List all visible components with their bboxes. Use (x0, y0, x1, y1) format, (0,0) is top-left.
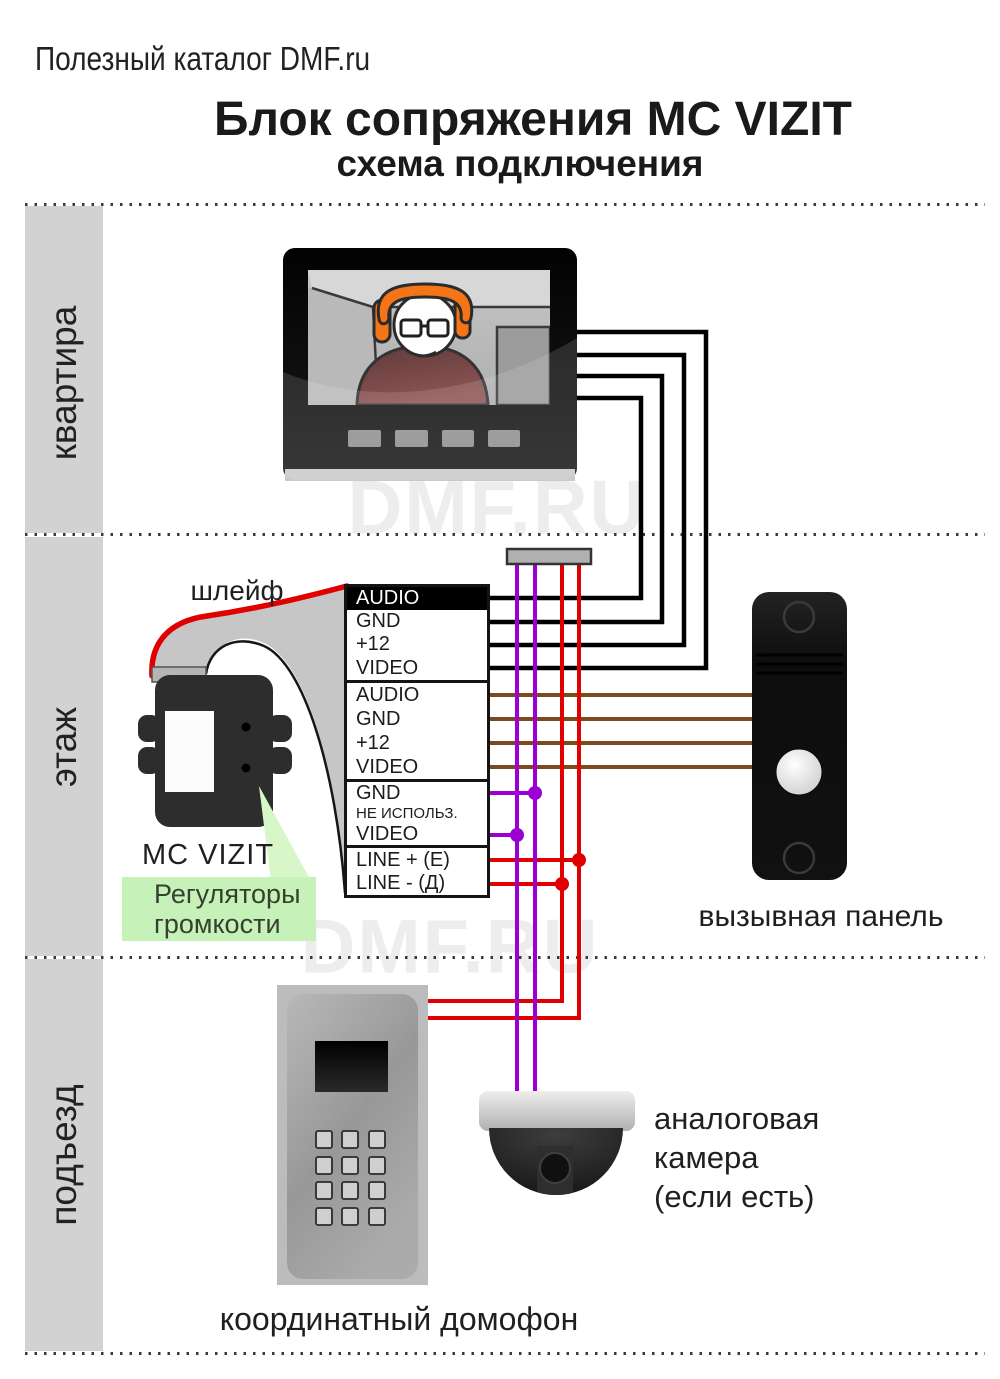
wires-intercom (428, 557, 586, 1020)
device-mounting-tabs (138, 715, 292, 774)
camera-label: аналоговая камера (если есть) (654, 1099, 819, 1216)
terminal-block: AUDIO GND +12 VIDEO AUDIO GND +12 VIDEO … (344, 584, 490, 898)
volume-label-line1: Регуляторы (154, 879, 301, 909)
call-button (775, 748, 823, 796)
speaker-circle (782, 600, 816, 634)
separator-dotted-bottom (25, 1352, 985, 1355)
terminal-row: LINE - (Д) (356, 872, 446, 894)
screen-left-wall (308, 288, 378, 405)
separator-dotted-floor-entrance (25, 956, 985, 959)
intercom-display (315, 1041, 388, 1092)
monitor-gloss (283, 338, 577, 480)
terminal-section-panel: AUDIO GND +12 VIDEO (344, 680, 490, 782)
wire-monitor-12v (490, 352, 687, 648)
junction-dot-video (510, 828, 524, 842)
wire-line-plus (428, 557, 581, 1020)
separator-dotted-apartment-floor (25, 533, 985, 536)
analog-camera-illustration (479, 1091, 635, 1195)
call-panel-body (752, 592, 847, 880)
monitor-bottom-bar (285, 469, 575, 481)
monitor-button-3 (442, 430, 474, 447)
terminal-row: LINE + (Е) (356, 848, 450, 871)
terminal-row: GND (356, 610, 401, 632)
monitor-button-1 (348, 430, 381, 447)
zone-band-floor (25, 537, 103, 956)
wire-monitor-video (490, 329, 709, 671)
zone-band-apartment (25, 206, 103, 533)
device-adjuster-dot-1 (241, 722, 251, 732)
wire-monitor-audio (490, 395, 644, 601)
mic-circle (782, 841, 816, 875)
camera-lens (539, 1152, 571, 1184)
terminal-row: VIDEO (356, 822, 419, 845)
terminal-row: VIDEO (356, 755, 419, 778)
device-label: MC VIZIT (142, 839, 275, 871)
terminal-row: +12 (356, 633, 390, 655)
camera-cap (479, 1091, 635, 1131)
terminal-row: AUDIO (347, 587, 487, 610)
coordinate-intercom-illustration (277, 985, 428, 1285)
ribbon-cable (149, 583, 350, 897)
mc-vizit-device (138, 666, 292, 827)
visitor-smile (406, 349, 437, 357)
intercom-label: координатный домофон (219, 1301, 579, 1337)
camera-lens-group (537, 1146, 573, 1195)
zone-label-floor: этаж (43, 707, 84, 787)
speaker-slits (756, 653, 843, 675)
terminal-row: VIDEO (356, 656, 419, 679)
ribbon-red-wire (149, 583, 350, 679)
separator-dotted-top (25, 203, 985, 206)
screen-door (495, 325, 550, 405)
wires-monitor (490, 329, 709, 671)
ribbon-body (151, 586, 346, 897)
intercom-keypad (315, 1130, 386, 1226)
wires-camera (490, 557, 542, 1100)
terminal-row: НЕ ИСПОЛЬЗ. (356, 805, 458, 822)
volume-label-line2: громкости (154, 909, 281, 939)
volume-regulators-label: Регуляторы громкости (122, 877, 316, 941)
brand-line: Полезный каталог DMF.ru (35, 40, 371, 77)
device-adjuster-dot-2 (241, 763, 251, 773)
camera-label-line3: (если есть) (654, 1179, 815, 1214)
zone-label-apartment: квартира (43, 305, 84, 461)
visitor-glasses (399, 318, 450, 338)
terminal-section-line: LINE + (Е) LINE - (Д) (344, 845, 490, 898)
monitor-screen (308, 270, 550, 405)
page-subtitle: схема подключения (336, 143, 704, 184)
wires-call-panel (490, 693, 753, 769)
terminal-row: GND (356, 707, 401, 730)
call-panel-label: вызывная панель (698, 900, 944, 933)
volume-pointer (259, 786, 311, 889)
monitor-button-4 (488, 430, 520, 447)
monitor-button-2 (395, 430, 428, 447)
riser-connector-bar (505, 547, 593, 566)
junction-dot-line-plus (572, 853, 586, 867)
terminal-row: GND (356, 781, 401, 804)
terminal-row: +12 (356, 731, 390, 754)
ribbon-outline (204, 640, 347, 894)
call-panel-illustration (752, 592, 847, 880)
terminal-section-camera: GND НЕ ИСПОЛЬЗ. VIDEO (344, 779, 490, 848)
page-title: Блок сопряжения MC VIZIT (214, 93, 852, 146)
junction-dot-gnd (528, 786, 542, 800)
wire-line-minus (428, 557, 564, 1003)
terminal-row: AUDIO (356, 683, 420, 706)
wire-monitor-gnd (490, 373, 665, 625)
video-monitor-illustration (283, 248, 577, 481)
ribbon-label: шлейф (190, 575, 284, 606)
visitor-hat (376, 282, 474, 326)
zone-label-entrance: подъезд (43, 1084, 84, 1226)
device-window (165, 711, 214, 792)
camera-label-line2: камера (654, 1140, 759, 1175)
watermark-dmf: DMF.RU (300, 904, 600, 990)
junction-dot-line-minus (555, 877, 569, 891)
camera-label-line1: аналоговая (654, 1101, 820, 1136)
zone-band-entrance (25, 959, 103, 1351)
terminal-section-monitor: AUDIO GND +12 VIDEO (344, 584, 490, 683)
